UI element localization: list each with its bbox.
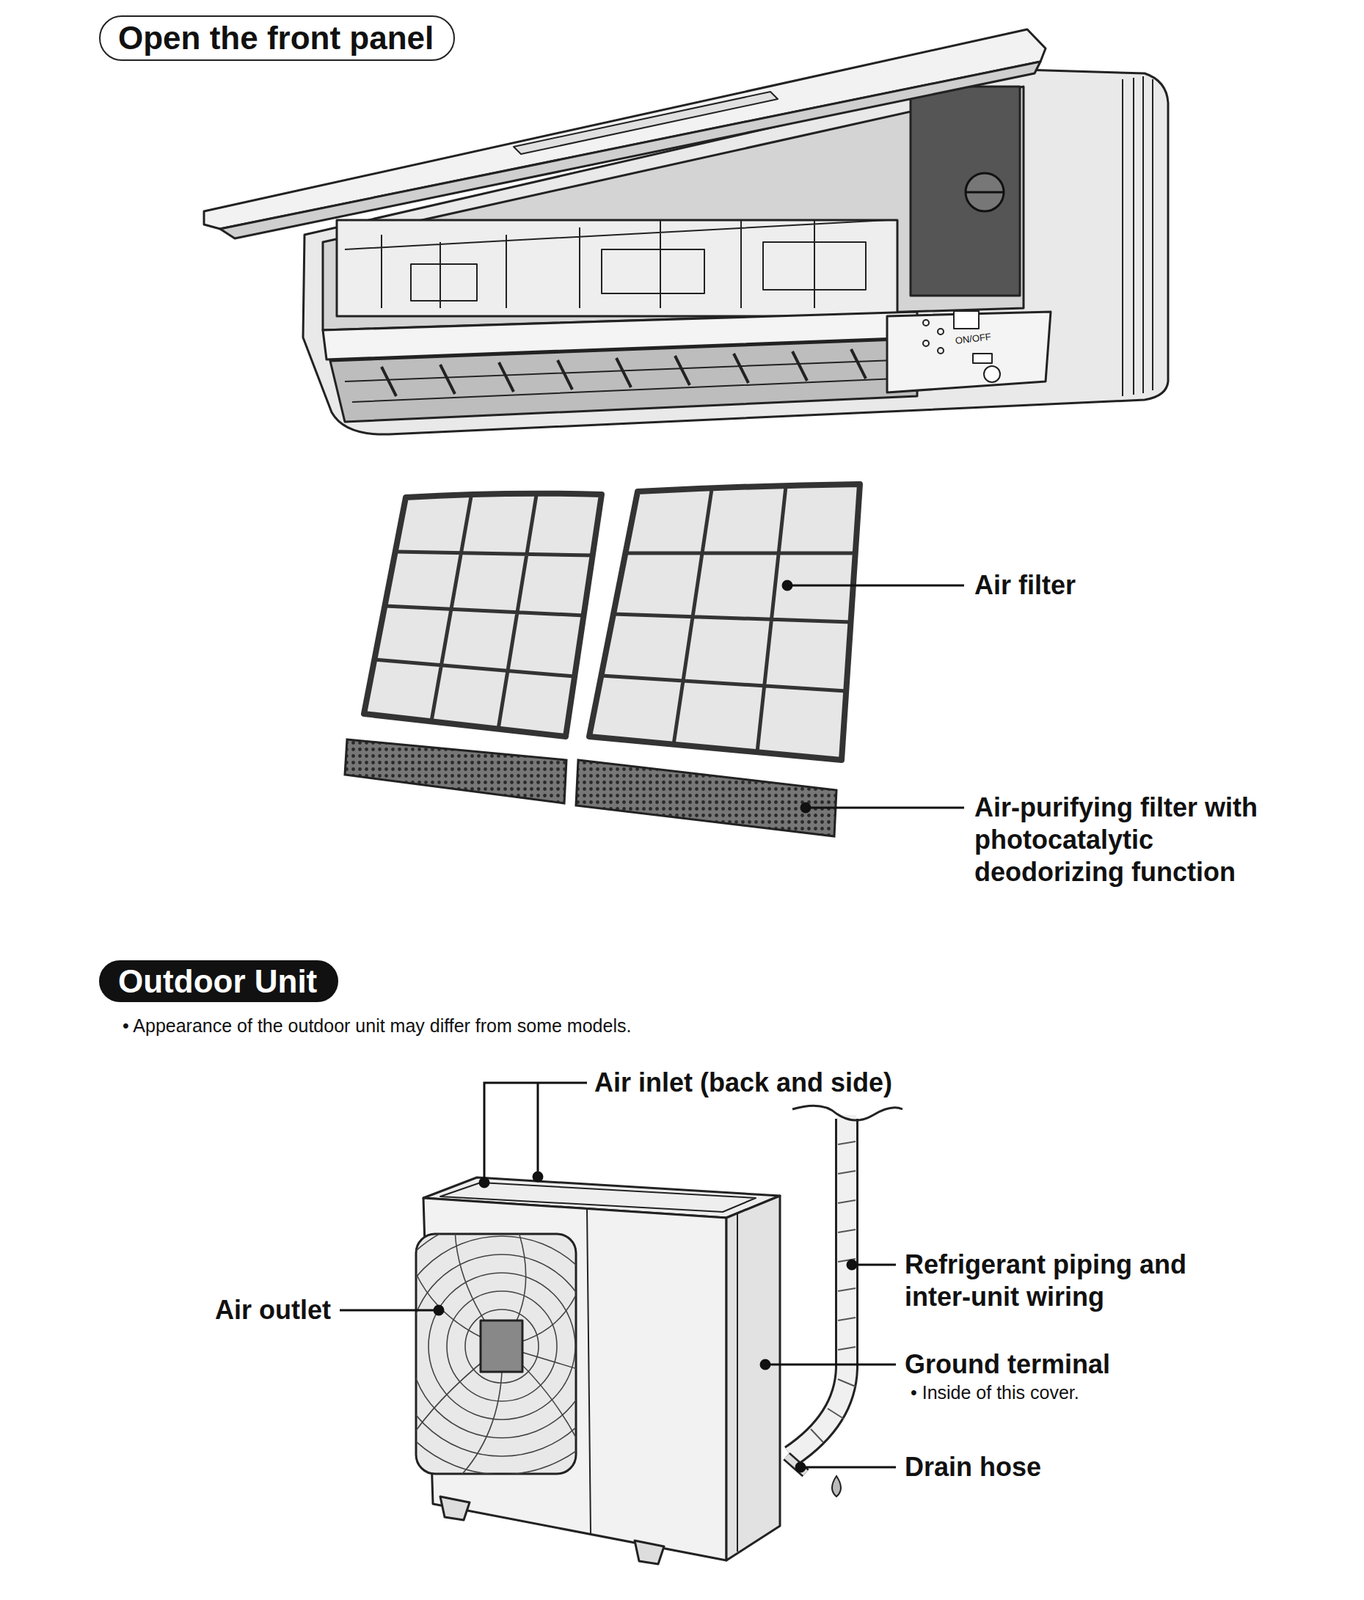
section-heading-filled: Outdoor Unit <box>99 960 339 1003</box>
note: • Appearance of the outdoor unit may dif… <box>122 1014 632 1038</box>
part-label: Air filter <box>974 569 1076 602</box>
section-heading: Open the front panel <box>99 15 455 61</box>
indoor-unit <box>203 29 1169 435</box>
part-label: Air-purifying filter with photocatalytic… <box>974 791 1298 889</box>
part-label: Air inlet (back and side) <box>594 1066 893 1100</box>
heading-text: Outdoor Unit <box>118 961 320 1001</box>
air-purifying-filter-pair <box>344 739 837 837</box>
leader-line <box>339 1082 896 1472</box>
button-label: ON/OFF <box>954 330 992 348</box>
air-filter-pair <box>363 484 860 761</box>
part-label: Ground terminal <box>904 1348 1111 1381</box>
part-label: Drain hose <box>904 1451 1042 1484</box>
refrigerant-piping <box>786 1105 903 1497</box>
note: • Inside of this cover. <box>910 1381 1080 1405</box>
outdoor-unit <box>373 1177 780 1565</box>
part-label: Refrigerant piping and inter-unit wiring <box>904 1248 1228 1314</box>
leader-line <box>782 581 965 813</box>
heading-text: Open the front panel <box>118 16 436 60</box>
part-label: Air outlet <box>214 1294 331 1327</box>
